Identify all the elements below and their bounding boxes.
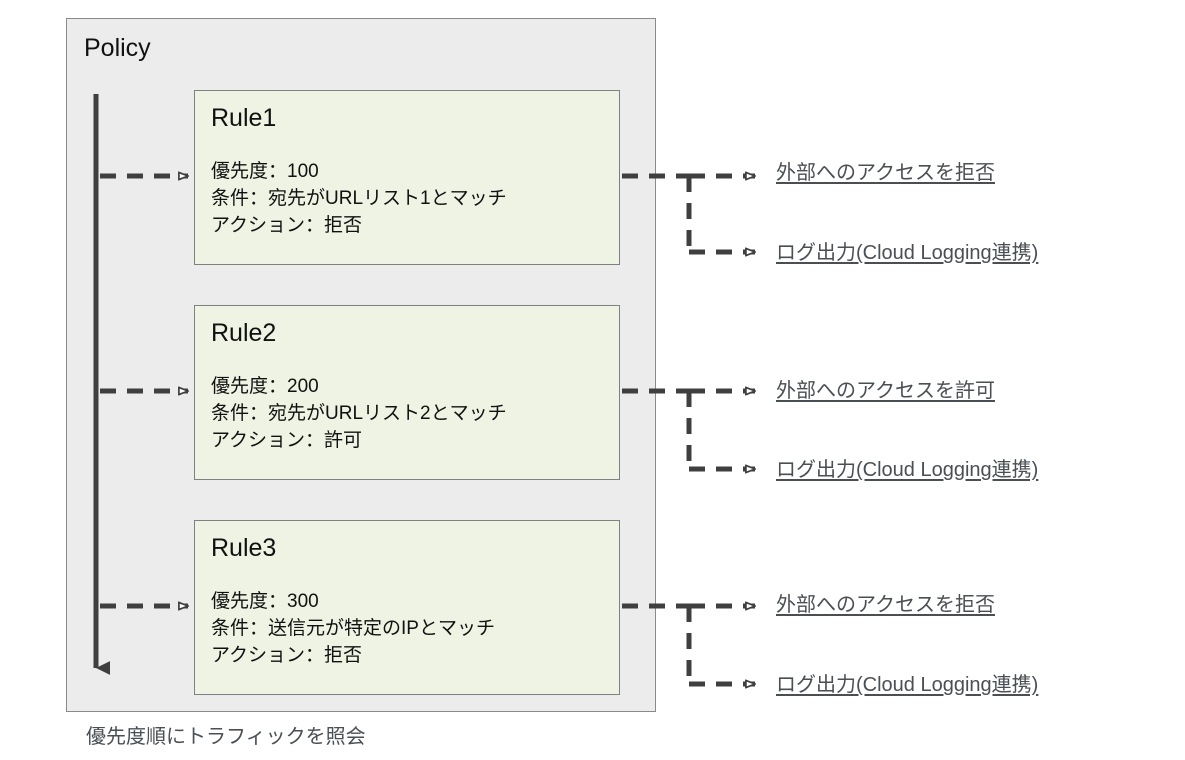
rule-output-label[interactable]: 外部へのアクセスを拒否 [776, 594, 995, 616]
rule-box[interactable]: Rule3 優先度：300 条件：送信元が特定のIPとマッチ アクション：拒否 [194, 520, 620, 695]
rule-condition: 条件：宛先がURLリスト1とマッチ [211, 188, 507, 209]
rule-output-label[interactable]: 外部へのアクセスを許可 [776, 380, 995, 402]
rule-output-label[interactable]: ログ出力(Cloud Logging連携) [776, 459, 1039, 481]
rule-priority: 優先度：200 [211, 376, 319, 397]
rule-title: Rule2 [211, 319, 277, 347]
rule-condition: 条件：送信元が特定のIPとマッチ [211, 618, 495, 639]
rule-details: 優先度：200 条件：宛先がURLリスト2とマッチ アクション：許可 [211, 373, 507, 454]
rule-priority: 優先度：300 [211, 591, 319, 612]
rule-priority: 優先度：100 [211, 161, 319, 182]
rule-output-label[interactable]: 外部へのアクセスを拒否 [776, 162, 995, 184]
rule-box[interactable]: Rule2 優先度：200 条件：宛先がURLリスト2とマッチ アクション：許可 [194, 305, 620, 480]
rule-action: アクション：許可 [211, 430, 363, 451]
diagram-caption: 優先度順にトラフィックを照会 [86, 726, 366, 748]
rule-details: 優先度：100 条件：宛先がURLリスト1とマッチ アクション：拒否 [211, 158, 507, 239]
rule-details: 優先度：300 条件：送信元が特定のIPとマッチ アクション：拒否 [211, 588, 495, 669]
rule-output-label[interactable]: ログ出力(Cloud Logging連携) [776, 674, 1039, 696]
rule-title: Rule3 [211, 534, 277, 562]
rule-action: アクション：拒否 [211, 215, 363, 236]
rule-box[interactable]: Rule1 優先度：100 条件：宛先がURLリスト1とマッチ アクション：拒否 [194, 90, 620, 265]
policy-title: Policy [84, 34, 151, 62]
rule-output-label[interactable]: ログ出力(Cloud Logging連携) [776, 242, 1039, 264]
rule-title: Rule1 [211, 104, 277, 132]
rule-action: アクション：拒否 [211, 645, 363, 666]
rule-condition: 条件：宛先がURLリスト2とマッチ [211, 403, 507, 424]
